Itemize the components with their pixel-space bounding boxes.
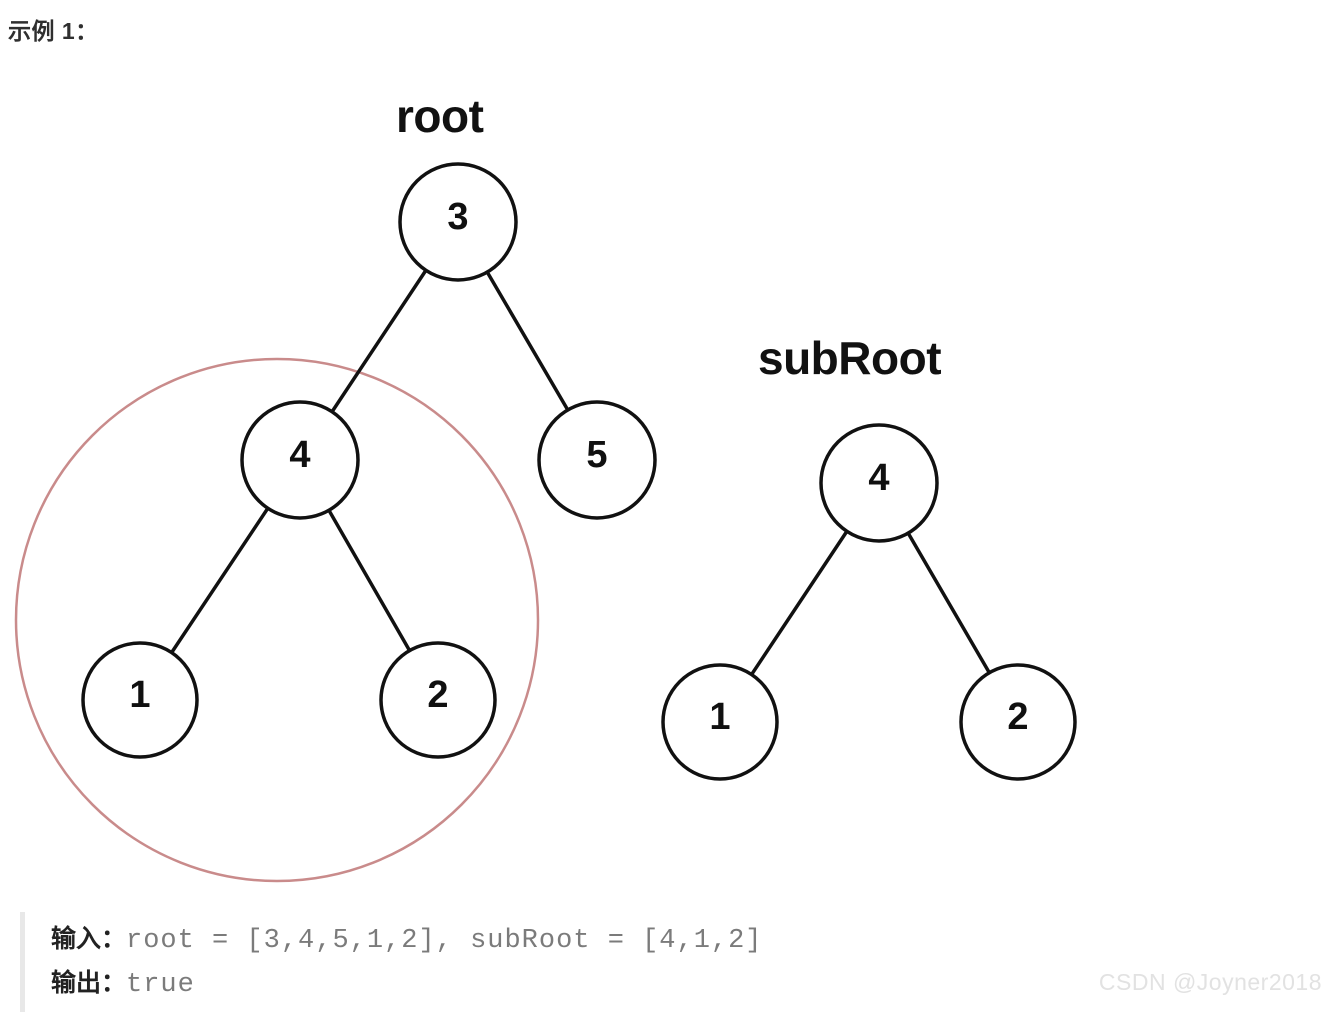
root-tree-edges: [168, 266, 571, 656]
output-label: 输出：: [51, 969, 127, 997]
output-line: 输出：true: [51, 962, 1120, 1006]
tree-node-circle: [81, 641, 199, 759]
tree-edge: [329, 266, 429, 416]
subroot-tree-label: subRoot: [758, 332, 942, 384]
tree-edge: [168, 504, 271, 656]
subtree-highlight-circle: [14, 357, 540, 883]
tree-node-circle: [240, 400, 360, 520]
tree-node-circle: [398, 162, 518, 282]
page-title: 示例 1：: [8, 18, 99, 44]
root-tree-label: root: [396, 90, 484, 142]
output-value: true: [126, 970, 195, 1000]
tree-node-circle: [661, 663, 779, 781]
csdn-watermark: CSDN @Joyner2018: [1098, 969, 1322, 995]
tree-diagram-svg: [14, 162, 1077, 883]
tree-node-circle: [537, 400, 657, 520]
input-label: 输入：: [51, 925, 127, 953]
tree-edge: [484, 268, 571, 414]
io-example-block: 输入：root = [3,4,5,1,2], subRoot = [4,1,2]…: [20, 912, 1120, 1012]
input-line: 输入：root = [3,4,5,1,2], subRoot = [4,1,2]: [51, 918, 1120, 962]
tree-edge: [748, 527, 850, 678]
subroot-tree-edges: [748, 527, 993, 678]
tree-edge: [326, 506, 413, 655]
tree-node-circle: [959, 663, 1077, 781]
tree-node-circle: [819, 423, 939, 543]
tree-node-circle: [379, 641, 497, 759]
subroot-tree-nodes: [661, 423, 1077, 781]
root-tree-nodes: [81, 162, 657, 759]
input-value: root = [3,4,5,1,2], subRoot = [4,1,2]: [126, 926, 763, 956]
tree-edge: [905, 529, 993, 677]
